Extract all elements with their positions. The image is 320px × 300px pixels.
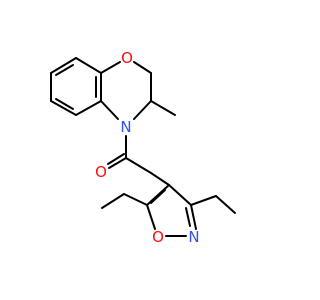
ethyl-bond: [215, 195, 236, 214]
methyl-bond: [150, 100, 176, 116]
isoxazole-ring: [146, 184, 197, 237]
bond: [108, 157, 127, 169]
bond: [100, 61, 121, 74]
double-bond-inner: [107, 153, 125, 165]
benzene-ring: [50, 57, 102, 116]
bond: [150, 172, 170, 186]
bond: [133, 100, 152, 120]
ethyl-bond: [190, 195, 217, 206]
isoxazole-oxygen-label: O: [152, 228, 164, 246]
double-bond-inner: [55, 98, 74, 110]
bond: [125, 157, 152, 174]
ring-oxygen-label: O: [121, 49, 133, 67]
bond: [75, 100, 102, 116]
double-bond-inner: [150, 189, 166, 204]
isoxazole-nitrogen-label: N: [188, 228, 199, 246]
ethyl-bond: [101, 193, 125, 209]
bond: [190, 204, 197, 230]
bond: [50, 100, 77, 116]
bond: [133, 61, 152, 74]
bond: [146, 184, 170, 206]
oxazine-ring: [100, 61, 152, 120]
bond: [75, 57, 102, 74]
double-bond-inner: [55, 64, 74, 76]
structure-diagram: O N O O N: [50, 49, 236, 246]
bond: [168, 184, 192, 206]
molecule-canvas: O N O O N: [50, 49, 236, 246]
double-bond-inner: [185, 207, 191, 227]
bond: [146, 204, 156, 230]
ring-nitrogen-label: N: [120, 118, 131, 136]
ethyl-bond: [123, 193, 148, 206]
bond: [50, 57, 77, 74]
carbonyl-group: [107, 153, 127, 169]
bond: [100, 100, 119, 120]
carbonyl-oxygen-label: O: [95, 163, 107, 181]
